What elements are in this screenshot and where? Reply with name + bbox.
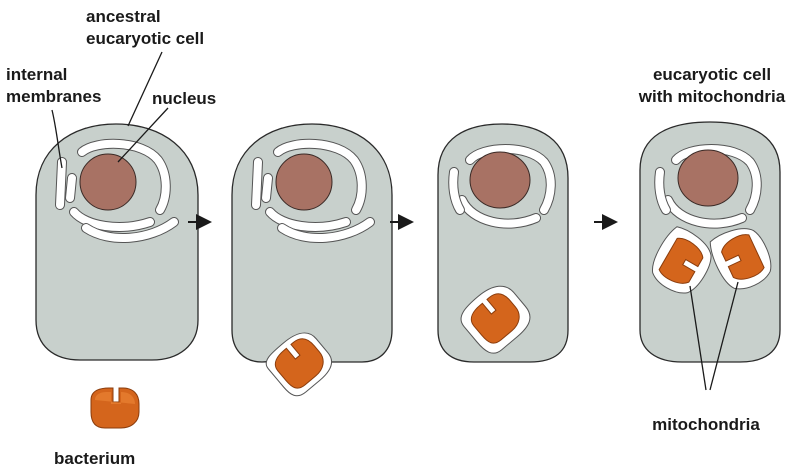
label-mitochondria: mitochondria — [652, 415, 760, 434]
leader-internal-membranes — [51, 109, 63, 169]
nucleus-stage-2 — [275, 153, 333, 211]
mitochondrion-right — [709, 228, 772, 290]
leader-mito-left — [689, 285, 707, 391]
label-ancestral-line2: eucaryotic cell — [86, 29, 204, 48]
label-internal-line1: internal — [6, 65, 67, 84]
engulfed-bacterium-stage-2 — [265, 332, 333, 397]
engulfed-bacterium-stage-3 — [460, 285, 531, 354]
label-bacterium: bacterium — [54, 449, 135, 468]
cell-stage-3 — [437, 123, 569, 363]
label-nucleus: nucleus — [152, 89, 216, 108]
internal-membranes — [55, 138, 179, 243]
nucleus — [79, 153, 137, 211]
bacterium — [90, 387, 140, 429]
label-eucaryotic-mito-line2: with mitochondria — [638, 87, 786, 106]
mitochondrion-left — [652, 226, 712, 294]
label-ancestral-line1: ancestral — [86, 7, 161, 26]
label-eucaryotic-mito-line1: eucaryotic cell — [653, 65, 771, 84]
leader-ancestral-cell — [127, 51, 163, 127]
nucleus-stage-4 — [677, 149, 739, 207]
nucleus-stage-3 — [469, 151, 531, 209]
cell-stage-2 — [231, 123, 393, 397]
cell-stage-1 — [35, 123, 199, 361]
label-internal-line2: membranes — [6, 87, 101, 106]
cell-stage-4 — [639, 121, 781, 363]
leader-mito-right — [709, 281, 739, 391]
leader-nucleus — [117, 107, 169, 163]
